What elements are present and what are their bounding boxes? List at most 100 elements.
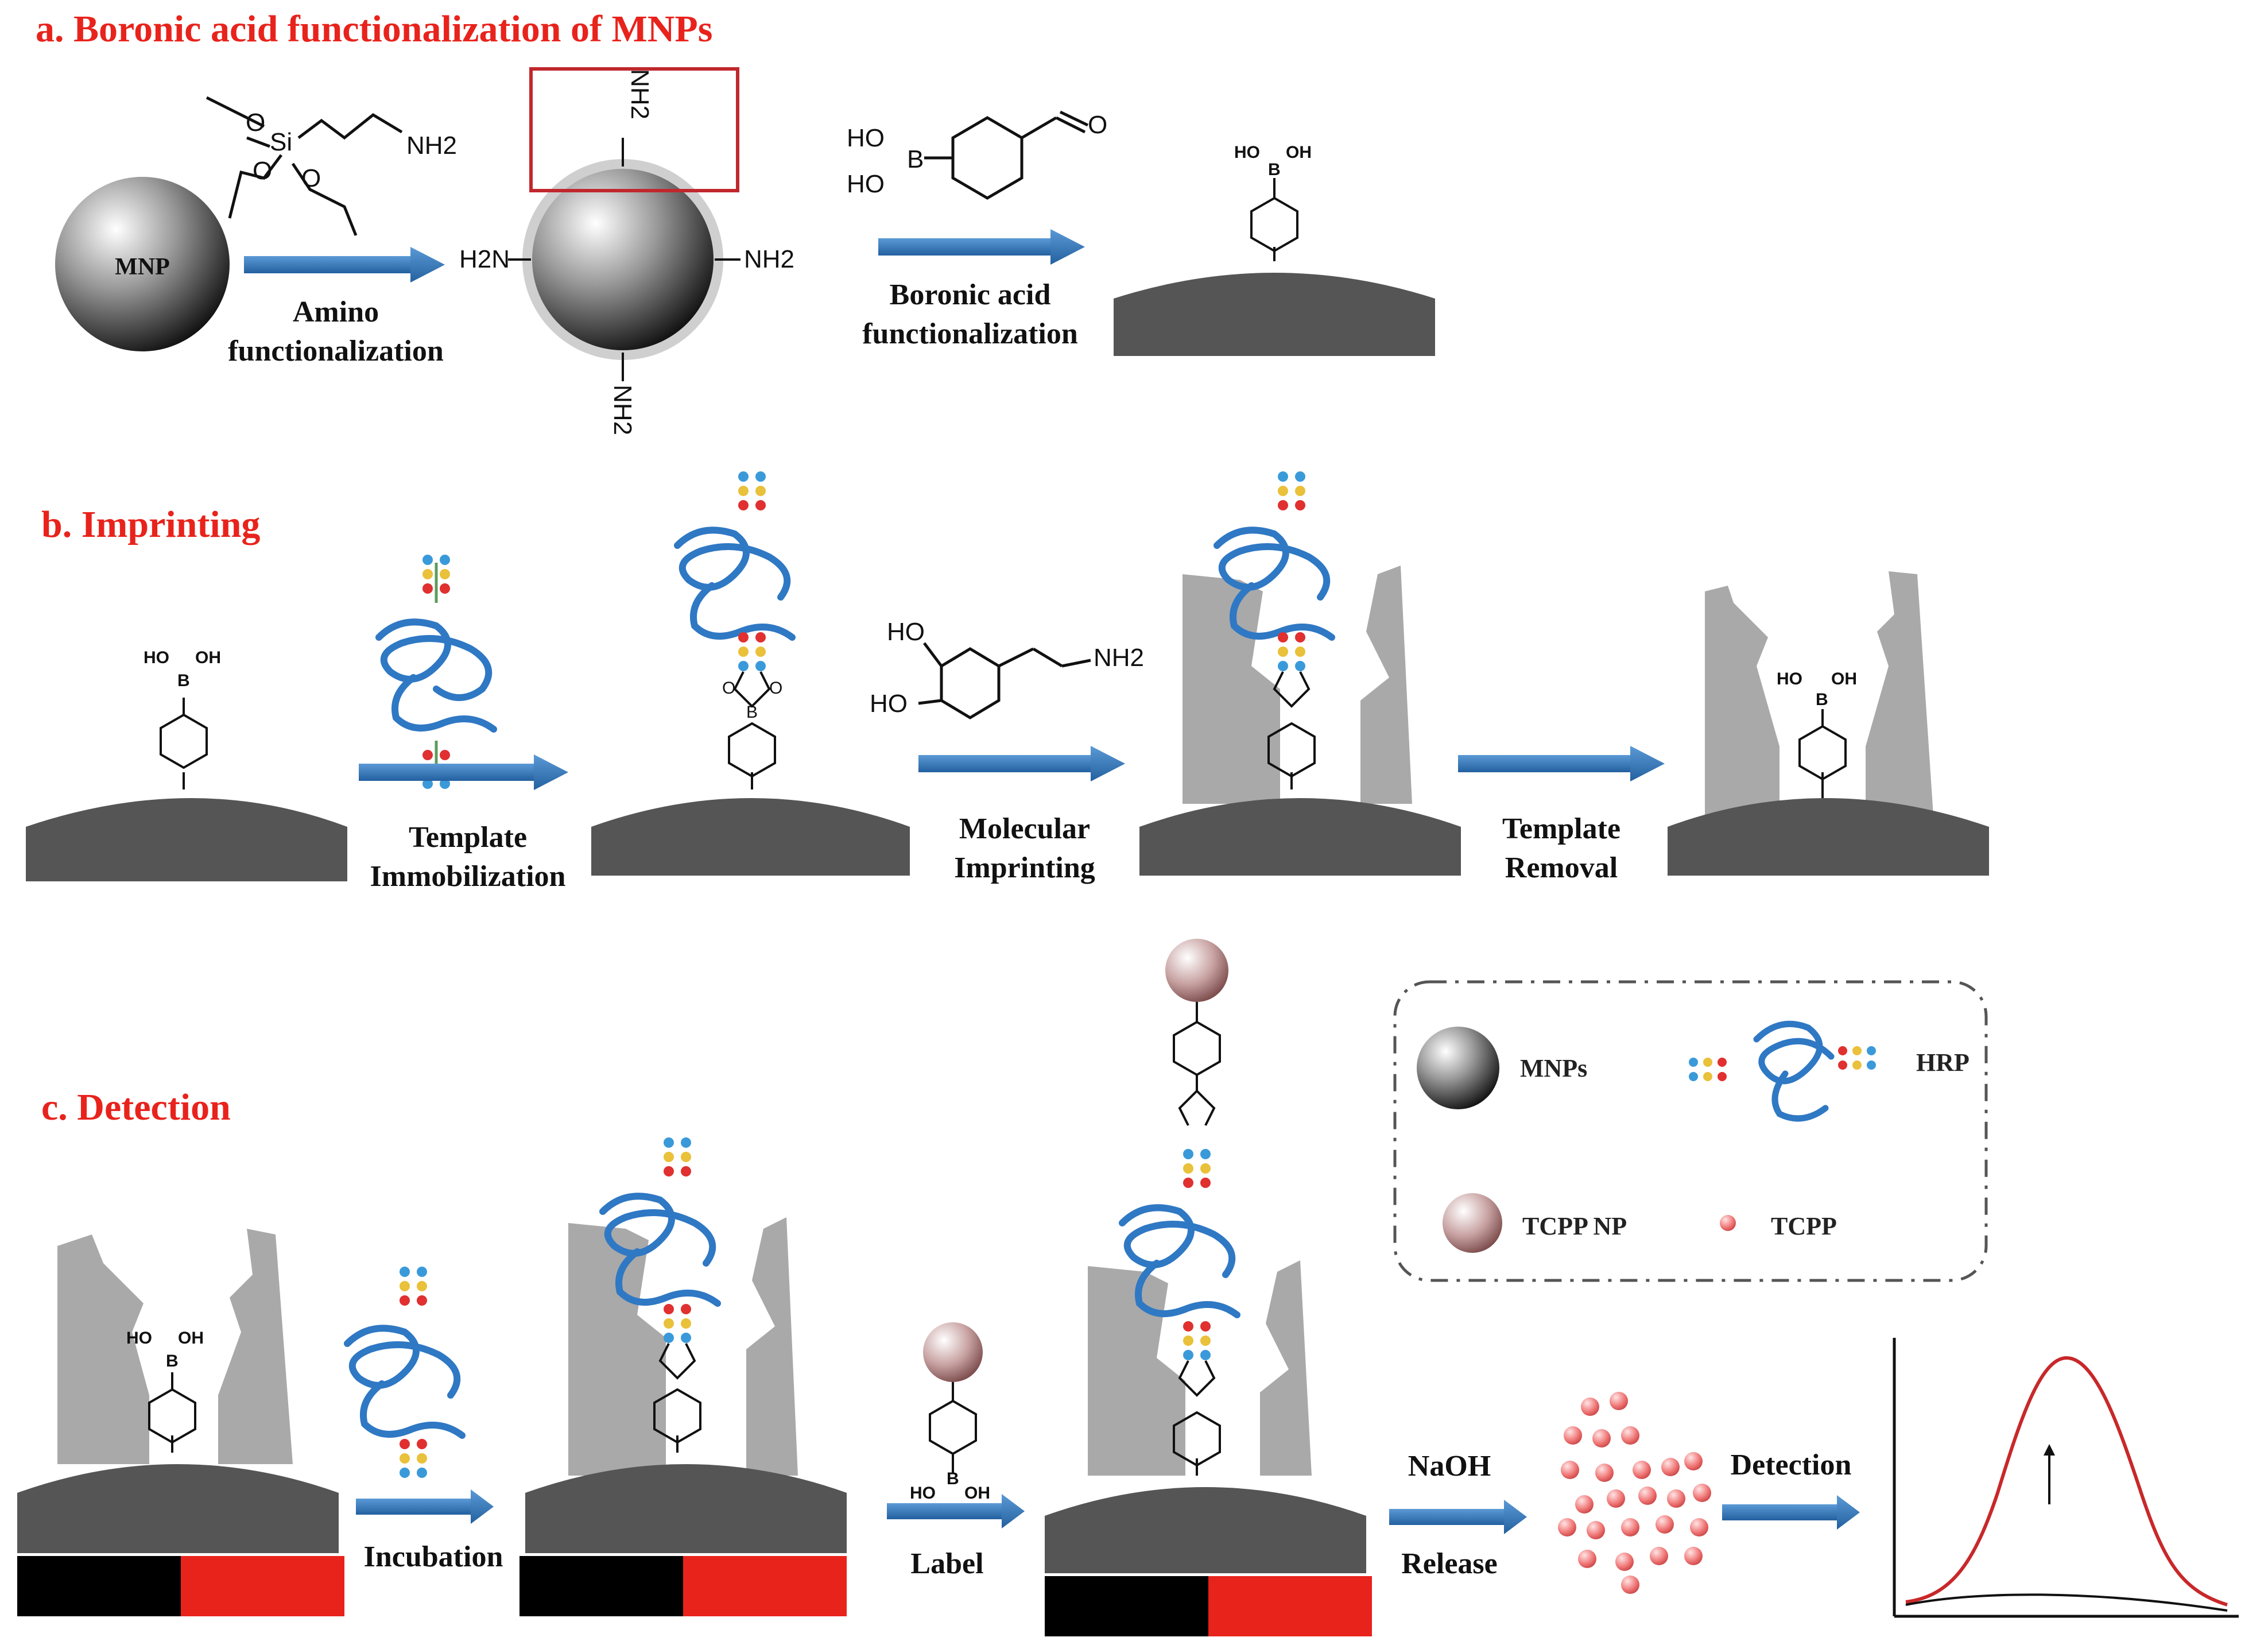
electrode-bar-c1-red (181, 1556, 344, 1616)
arrow-boronic-functionalization (878, 229, 1085, 265)
detection-surface-c2 (519, 1137, 847, 1616)
boronic-oh-b4: OH (1831, 669, 1857, 688)
ester-b-b: B (746, 703, 758, 722)
released-tcpp-dots (1558, 1392, 1711, 1594)
label-oh: OH (964, 1484, 990, 1503)
step-removal-line1: Template (1502, 812, 1620, 845)
boronic-oh-c1: OH (178, 1329, 204, 1348)
highlight-box (529, 67, 739, 192)
boronic-oh-b1: OH (195, 648, 221, 667)
boronic-b-b4: B (1816, 690, 1828, 709)
electrode-bar-c3-black (1045, 1576, 1208, 1636)
boronic-ho-c1: HO (126, 1329, 152, 1348)
step-template-imm-line1: Template (409, 821, 527, 854)
step-removal-line2: Removal (1505, 851, 1618, 884)
aptes-o3: O (301, 164, 321, 192)
step-detection: Detection (1731, 1449, 1852, 1481)
arrow-amino-functionalization (244, 247, 445, 282)
arrow-label (887, 1494, 1025, 1528)
amine-top: NH2 (626, 69, 654, 119)
aptes-o1: O (246, 109, 265, 137)
boronic-ho-b4: HO (1777, 669, 1802, 688)
section-c-title: c. Detection (41, 1086, 231, 1128)
fpba-ho2: HO (847, 170, 885, 198)
electrode-bar-c2-red (683, 1556, 847, 1616)
boronic-ho-b1: HO (144, 648, 169, 667)
legend-tcpp-label: TCPP (1771, 1212, 1837, 1240)
amine-bottom: NH2 (608, 385, 637, 435)
legend-hrp-label: HRP (1916, 1048, 1970, 1077)
glycan-b-top (422, 555, 450, 603)
boronic-oh-a: OH (1286, 143, 1312, 162)
label-b: B (947, 1469, 959, 1488)
fpba-reagent (924, 110, 1089, 200)
amine-right: NH2 (744, 245, 794, 273)
fpba-ho1: HO (847, 124, 885, 152)
dopamine-ho2: HO (870, 690, 908, 718)
label-ho: HO (910, 1484, 936, 1503)
arrow-detection (1722, 1495, 1860, 1530)
step-molecular-line2: Imprinting (954, 851, 1095, 884)
electrode-bar-c3-red (1208, 1576, 1372, 1636)
amine-left: H2N (459, 245, 510, 273)
section-a-title: a. Boronic acid functionalization of MNP… (36, 8, 712, 50)
legend-box (1393, 980, 1988, 1282)
ester-o2-b: O (769, 679, 782, 698)
step-incubation: Incubation (364, 1541, 503, 1573)
signal-peak-curve (1905, 1356, 2228, 1607)
aptes-o2: O (253, 157, 272, 185)
electrode-bar-c1-black (17, 1556, 181, 1616)
hrp-protein-c (344, 1267, 466, 1478)
immobilized-template (591, 471, 910, 876)
electrode-bar-c2-black (519, 1556, 683, 1616)
step-boronic-line2: functionalization (862, 318, 1078, 350)
step-naoh: NaOH (1408, 1450, 1491, 1483)
aptes-molecule (206, 96, 403, 236)
boronic-surface-a (1114, 178, 1435, 356)
signal-baseline-curve (1905, 1593, 2228, 1612)
fpba-b: B (907, 145, 924, 173)
arrow-molecular-imprinting (918, 746, 1125, 781)
mnp-sphere-a: MNP (55, 177, 230, 351)
boronic-surface-b1 (26, 698, 347, 881)
legend-tcpp-np-label: TCPP NP (1522, 1212, 1627, 1240)
legend-mnp-icon (1417, 1027, 1499, 1109)
arrow-template-removal (1458, 746, 1665, 781)
signal-plot (1893, 1338, 2239, 1618)
step-amino-line1: Amino (293, 296, 379, 328)
boronic-ho-a: HO (1234, 143, 1260, 162)
ester-o1-b: O (722, 679, 735, 698)
tcpp-np-label-reagent (923, 1322, 983, 1473)
step-boronic-line1: Boronic acid (890, 278, 1051, 311)
dopamine-molecule (918, 642, 1091, 719)
step-amino-line2: functionalization (228, 335, 444, 367)
imprinted-polymer-with-template (1139, 471, 1461, 876)
detection-surface-c1 (17, 1229, 344, 1616)
aptes-si: Si (270, 128, 292, 156)
arrow-incubation (356, 1489, 494, 1524)
legend-mnps-label: MNPs (1520, 1054, 1587, 1082)
hrp-protein-b (375, 618, 497, 733)
boronic-b-c1: B (166, 1352, 179, 1371)
boronic-b-a: B (1268, 160, 1281, 179)
amino-mnp (508, 67, 741, 381)
arrow-template-immobilization (359, 754, 568, 790)
step-label: Label (910, 1547, 983, 1580)
mnp-label: MNP (115, 254, 170, 280)
step-molecular-line1: Molecular (959, 812, 1090, 845)
imprinted-cavity (1668, 571, 1989, 876)
detection-surface-c3 (1045, 939, 1372, 1636)
legend-tcpp-icon (1720, 1215, 1736, 1231)
step-template-imm-line2: Immobilization (370, 860, 566, 893)
boronic-b-b1: B (177, 671, 190, 690)
step-release: Release (1401, 1547, 1497, 1580)
fpba-o: O (1088, 111, 1107, 139)
arrow-naoh-release (1389, 1500, 1527, 1534)
section-b-title: b. Imprinting (41, 504, 260, 545)
legend-tcpp-np-icon (1443, 1193, 1502, 1253)
dopamine-ho1: HO (887, 618, 925, 646)
legend-hrp-icon (1753, 1020, 1835, 1122)
dopamine-nh2: NH2 (1094, 644, 1144, 672)
aptes-nh2: NH2 (406, 131, 457, 160)
